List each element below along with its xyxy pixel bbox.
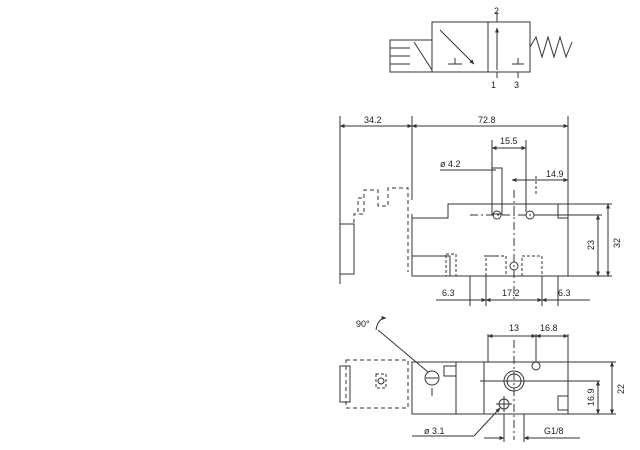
port-label-1: 1 bbox=[491, 80, 496, 90]
dim-16-8: 16.8 bbox=[540, 323, 558, 333]
port-label-2: 2 bbox=[494, 6, 499, 16]
dim-hole-4-2: ø 4.2 bbox=[440, 159, 461, 169]
dim-22: 22 bbox=[616, 384, 626, 394]
dim-15-5: 15.5 bbox=[500, 136, 518, 146]
dim-6-3-right: 6.3 bbox=[558, 288, 571, 298]
dim-34-2: 34.2 bbox=[364, 115, 382, 125]
valve-symbol bbox=[389, 12, 573, 78]
dim-23: 23 bbox=[586, 240, 596, 250]
side-view bbox=[339, 116, 612, 306]
dim-72-8: 72.8 bbox=[478, 115, 496, 125]
spring-return bbox=[529, 35, 573, 59]
top-view bbox=[339, 316, 616, 442]
dim-14-9: 14.9 bbox=[546, 169, 564, 179]
connector-cap-top bbox=[339, 365, 351, 403]
dim-16-9: 16.9 bbox=[586, 388, 596, 406]
connector-cap bbox=[339, 223, 355, 275]
dim-6-3-left: 6.3 bbox=[442, 288, 455, 298]
rotation-arrow-icon bbox=[375, 316, 387, 331]
rotation-label: 90° bbox=[356, 319, 370, 329]
dim-17-2: 17.2 bbox=[502, 288, 520, 298]
dim-32: 32 bbox=[612, 238, 622, 248]
valve-body-top bbox=[411, 361, 569, 415]
thread-g1-8: G1/8 bbox=[544, 426, 564, 436]
dim-13: 13 bbox=[509, 323, 519, 333]
port-label-3: 3 bbox=[514, 80, 519, 90]
manual-override-icon bbox=[424, 370, 440, 386]
dim-hole-3-1: ø 3.1 bbox=[424, 426, 445, 436]
